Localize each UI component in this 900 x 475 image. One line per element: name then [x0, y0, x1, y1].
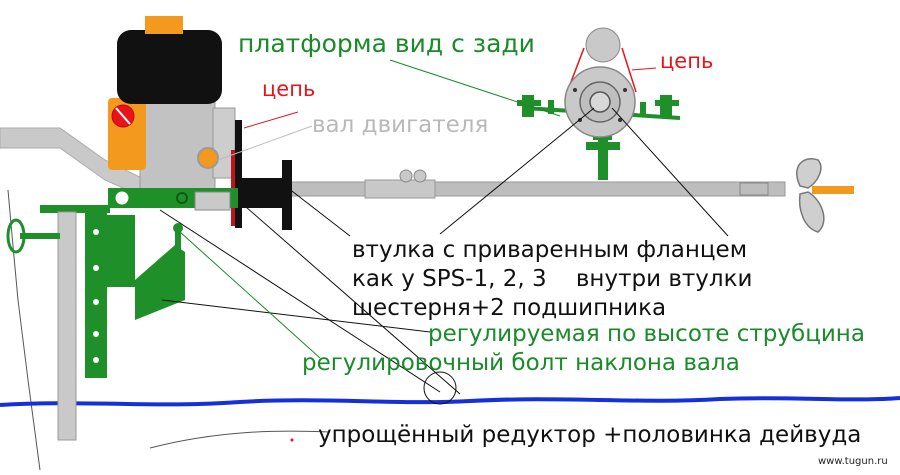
- engine-red-cap-mark: [115, 107, 131, 125]
- platform-support-foot: [586, 142, 620, 150]
- platform-right-mount-2: [640, 102, 646, 116]
- clamp-hole-4: [93, 331, 99, 337]
- leader-platform: [389, 59, 561, 117]
- clamp-top-bar: [40, 205, 110, 213]
- rear-bolt-1: [573, 88, 577, 92]
- rear-big-sprocket-hub: [589, 91, 611, 113]
- clamp-hole-5: [93, 357, 99, 363]
- clamp-hole-1: [93, 229, 99, 235]
- propeller-hub: [812, 186, 854, 194]
- engine-fuel-cap: [145, 16, 183, 34]
- label-chain-left: цепь: [262, 77, 315, 101]
- frame-grey-link: [194, 191, 231, 211]
- engine-block: [139, 99, 216, 191]
- rear-bolt-4: [618, 118, 622, 122]
- leader-clamp: [161, 299, 431, 333]
- rear-chain-right: [621, 47, 637, 93]
- clamp-side-bar: [107, 215, 135, 287]
- frame-pivot-2: [176, 192, 188, 204]
- leader-chain-right: [631, 67, 657, 71]
- platform-right-mount-head: [655, 100, 679, 106]
- shaft-coupling: [242, 178, 284, 208]
- clamp-hole-3: [93, 299, 99, 305]
- transom-board: [57, 211, 77, 441]
- label-bushing-line2: как у SPS-1, 2, 3 внутри втулки: [352, 266, 752, 292]
- label-bushing-line3: шестерня+2 подшипника: [352, 295, 666, 321]
- leader-bushing-1: [439, 107, 595, 235]
- platform-left-mount-head: [517, 100, 541, 106]
- propeller-blade-top: [796, 158, 822, 189]
- leader-reducer-2: [159, 209, 441, 393]
- prop-shaft-tail: [364, 179, 436, 199]
- rear-bolt-2: [623, 88, 627, 92]
- leader-chain-left: [243, 111, 299, 129]
- label-chain-right: цепь: [660, 49, 713, 73]
- label-engine-shaft: вал двигателя: [312, 112, 488, 138]
- flange-bushing: [282, 160, 292, 230]
- leader-tilt-bolt-2: [237, 199, 461, 395]
- leader-water-circle: [423, 371, 457, 405]
- leader-tilt-bolt-1: [179, 231, 321, 359]
- shaft-roller-1: [399, 169, 413, 183]
- leader-bushing-3: [287, 187, 351, 237]
- frame-pivot: [112, 188, 132, 208]
- leader-engine-shaft: [217, 125, 313, 161]
- water-line: [0, 396, 900, 407]
- clamp-hole-2: [93, 265, 99, 271]
- clamp-screw: [20, 233, 60, 239]
- chain-sprocket-plate: [235, 120, 242, 228]
- clamp-vertical-plate: [85, 210, 107, 378]
- engine-shaft-pulley: [197, 147, 219, 169]
- rear-top-sprocket: [585, 27, 621, 63]
- label-tilt-bolt: регулировочный болт наклона вала: [302, 350, 740, 376]
- prop-shaft: [264, 181, 786, 197]
- platform-left-mount-2: [548, 100, 554, 114]
- leader-bushing-2: [611, 107, 729, 237]
- engine-fuel-tank: [117, 30, 222, 104]
- tilt-bolt: [175, 230, 181, 280]
- clamp-screw-handle: [6, 218, 26, 254]
- transom-outline: [7, 189, 41, 471]
- propeller-blade-bottom: [798, 191, 825, 233]
- watermark: www.tugun.ru: [818, 456, 888, 467]
- shaft-bearing-block: [739, 182, 769, 196]
- label-platform-rear-view: платформа вид с зади: [238, 29, 535, 58]
- label-reducer: упрощённый редуктор +половинка дейвуда: [318, 422, 861, 448]
- shaft-roller-2: [413, 169, 427, 183]
- tilt-bolt-head: [173, 223, 183, 233]
- red-dot: [290, 438, 294, 442]
- leader-reducer: [149, 430, 331, 449]
- label-bushing-line1: втулка с приваренным фланцем: [352, 237, 747, 263]
- label-clamp: регулируемая по высоте струбцина: [428, 321, 865, 347]
